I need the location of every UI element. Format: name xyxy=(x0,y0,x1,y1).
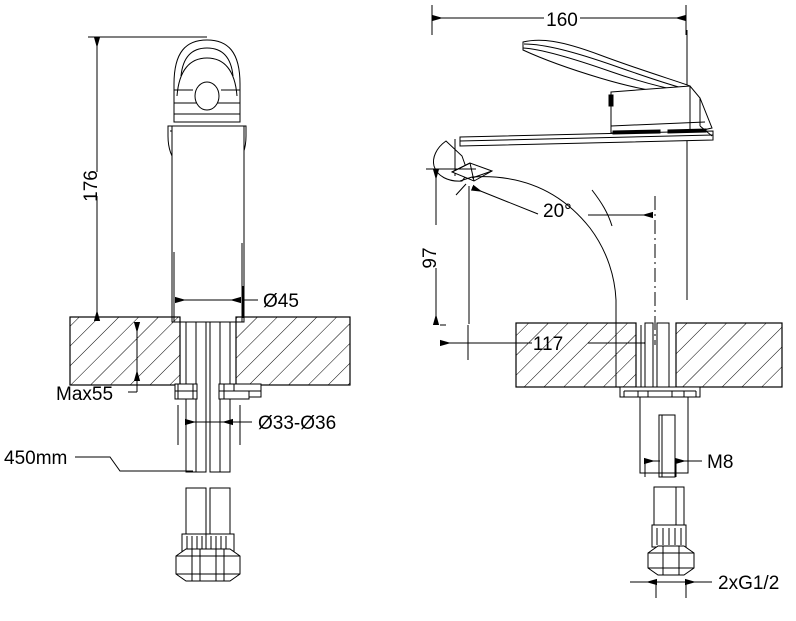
dimension-angle-20: 20° xyxy=(470,184,653,227)
angle-reference-tick xyxy=(456,184,466,195)
hose-connector-front xyxy=(176,488,240,581)
dimension-label-117: 117 xyxy=(533,334,563,355)
front-view-group: 176 xyxy=(4,36,351,581)
dimension-spout-height-97: 97 xyxy=(420,168,476,325)
label-hose-450mm: 450mm xyxy=(4,448,67,469)
faucet-head-front xyxy=(174,40,240,122)
dimension-label-97: 97 xyxy=(420,247,441,268)
dimension-label-2xg12: 2xG1/2 xyxy=(718,573,779,594)
dimension-thread-2xg12: 2xG1/2 xyxy=(630,573,779,598)
dimension-reach-160: 160 xyxy=(432,10,686,31)
side-view-group: 160 xyxy=(420,5,783,598)
cartridge-shroud-side xyxy=(609,86,712,133)
dimension-spout-dia-45: Ø45 xyxy=(175,286,299,318)
dimension-height-176: 176 xyxy=(81,37,102,321)
dimension-label-176: 176 xyxy=(81,170,102,202)
mounting-bracket-right xyxy=(219,384,261,399)
dimension-max-thickness-55: Max55 xyxy=(56,322,141,405)
dimension-thread-m8: M8 xyxy=(644,452,733,477)
dimension-label-dia-45: Ø45 xyxy=(263,291,299,312)
dimension-label-angle-20: 20° xyxy=(543,201,572,222)
faucet-base-side xyxy=(460,126,713,146)
dimension-hole-33-36: Ø33-Ø36 xyxy=(177,405,336,445)
mounting-plate-side xyxy=(620,387,700,397)
countertop-block-front xyxy=(69,316,351,386)
dimension-label-max55: Max55 xyxy=(56,384,113,405)
faucet-body-front xyxy=(172,126,244,322)
shank-assembly-front xyxy=(175,322,261,472)
dimension-label-hole-33-36: Ø33-Ø36 xyxy=(258,413,336,434)
spout-profile-side xyxy=(434,139,617,300)
stud-m8-side xyxy=(640,397,688,477)
leader-hose-450mm: 450mm xyxy=(4,448,193,472)
mounting-bracket-left xyxy=(175,384,197,399)
dimension-label-m8: M8 xyxy=(707,452,733,473)
hose-connector-side xyxy=(648,487,694,575)
dimension-label-160: 160 xyxy=(546,10,578,31)
